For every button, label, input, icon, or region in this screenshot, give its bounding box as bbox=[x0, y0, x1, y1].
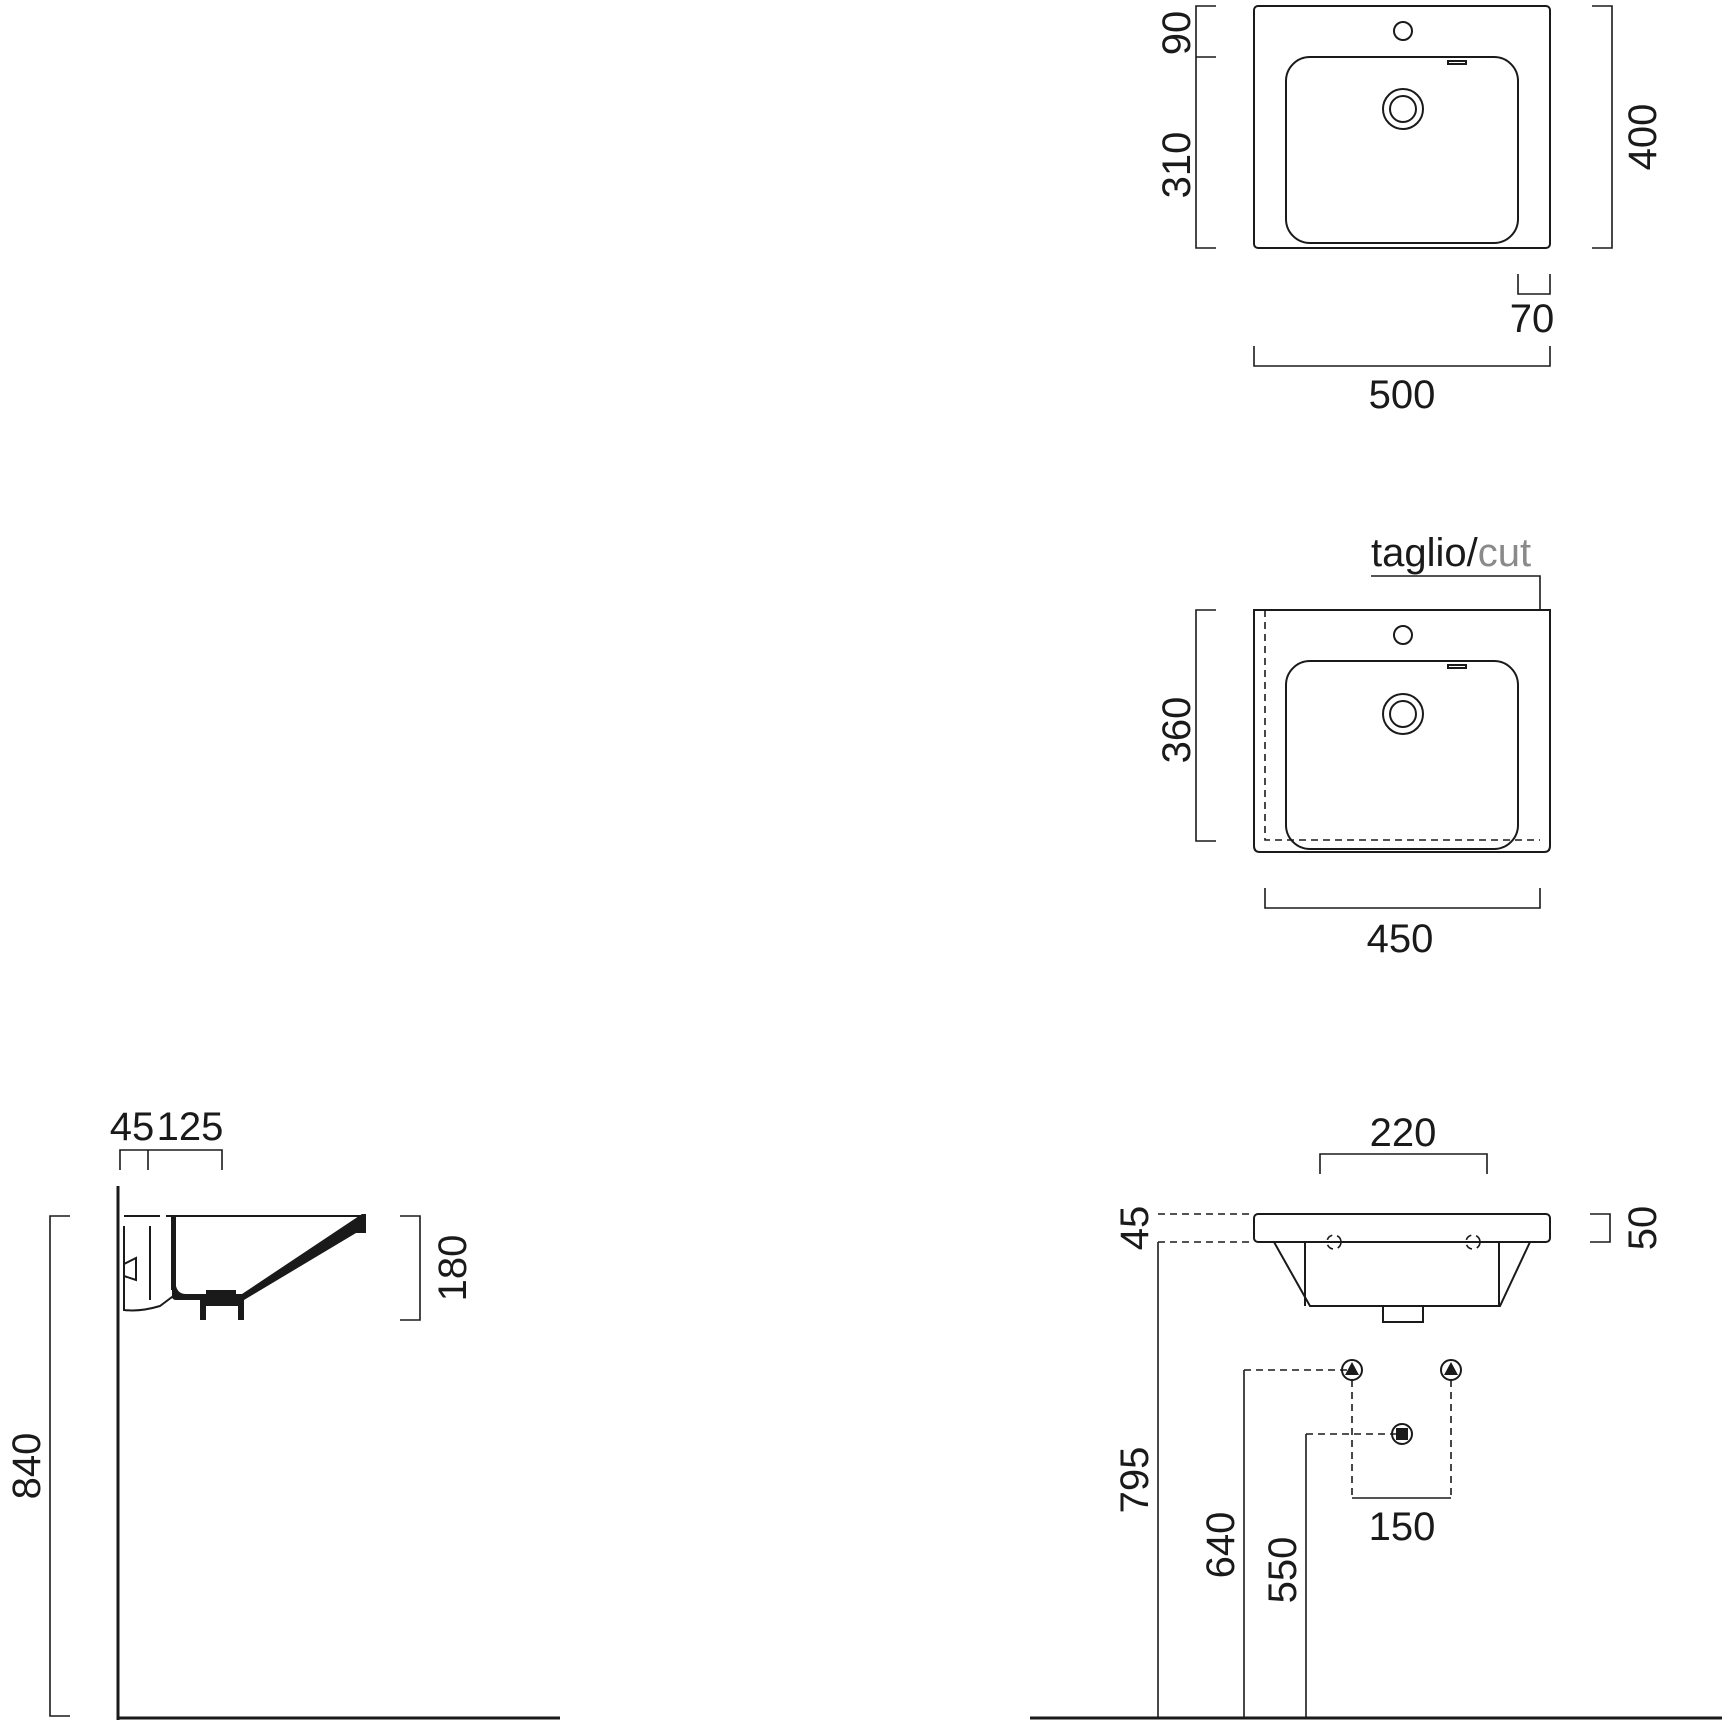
overflow-slot-icon bbox=[1447, 60, 1467, 65]
dim-left-top-view bbox=[1195, 5, 1216, 249]
cut-overflow-slot-icon bbox=[1447, 664, 1467, 669]
dim-basin-depth: 310 bbox=[1155, 132, 1199, 199]
front-basin-rim bbox=[1253, 1213, 1551, 1243]
dim-cut-width-line bbox=[1264, 888, 1541, 909]
dim-taps-spacing: 220 bbox=[1370, 1111, 1437, 1155]
dim-bowl-height: 180 bbox=[431, 1235, 475, 1302]
drain-inner-icon bbox=[1389, 95, 1417, 123]
cut-view-outline bbox=[1253, 609, 1551, 853]
basin-section bbox=[161, 1214, 366, 1320]
cut-view-basin bbox=[1285, 660, 1519, 850]
tap-hole-icon bbox=[1393, 21, 1413, 41]
front-drain-outlet bbox=[1382, 1306, 1424, 1323]
cut-line-dashed bbox=[1264, 610, 1540, 841]
front-basin-sides bbox=[1304, 1242, 1500, 1306]
dim-wall-gap: 45 bbox=[110, 1105, 155, 1149]
basin-rim bbox=[166, 1215, 362, 1290]
dim-supply-height: 640 bbox=[1199, 1512, 1243, 1579]
drain-icon bbox=[1382, 88, 1424, 130]
side-view: 45 125 180 840 bbox=[5, 1105, 560, 1720]
dim-inlet-height: 795 bbox=[1113, 1447, 1157, 1514]
dim-drain-height: 550 bbox=[1261, 1537, 1305, 1604]
dim-width-line bbox=[1253, 346, 1551, 367]
fixing-hole-left-icon bbox=[1326, 1234, 1342, 1250]
dim-total-width: 500 bbox=[1369, 373, 1436, 417]
cut-label: taglio/cut bbox=[1371, 531, 1531, 575]
dim-side-offset-line bbox=[1517, 274, 1551, 295]
dim-rim-right: 50 bbox=[1621, 1206, 1665, 1251]
dim-top-offset: 90 bbox=[1155, 11, 1199, 56]
supply-right-arrow-icon bbox=[1444, 1362, 1458, 1375]
dim-projection: 125 bbox=[157, 1105, 224, 1149]
cut-tap-hole-icon bbox=[1393, 625, 1413, 645]
dim-cut-width: 450 bbox=[1367, 917, 1434, 961]
dim-supply-spacing: 150 bbox=[1369, 1505, 1436, 1549]
dim-rim-left: 45 bbox=[1113, 1206, 1157, 1251]
cut-label-main: taglio/ bbox=[1371, 531, 1479, 575]
dim-side-offset: 70 bbox=[1510, 297, 1555, 341]
dim-total-depth: 400 bbox=[1621, 104, 1665, 171]
drain-connection-square-icon bbox=[1396, 1428, 1408, 1440]
supply-left-arrow-icon bbox=[1345, 1362, 1359, 1375]
dim-cut-depth-line bbox=[1195, 609, 1216, 842]
dim-rim-right-line bbox=[1590, 1213, 1611, 1243]
bracket-fixing-icon bbox=[123, 1256, 137, 1282]
cut-view: taglio/cut 360 450 bbox=[1155, 531, 1551, 961]
cut-drain-icon bbox=[1382, 693, 1424, 735]
front-view: 220 45 50 150 795 640 550 bbox=[1030, 1111, 1722, 1720]
mounting-bracket bbox=[123, 1215, 177, 1312]
cut-label-accent: cut bbox=[1478, 531, 1531, 575]
front-basin-bowl bbox=[1273, 1241, 1531, 1307]
rim-extension-left bbox=[1158, 1213, 1254, 1243]
dim-cut-depth: 360 bbox=[1155, 697, 1199, 764]
drain-connection-icon bbox=[1391, 1423, 1413, 1445]
dim-bowl-height-line bbox=[400, 1215, 421, 1321]
top-view-basin bbox=[1285, 56, 1519, 244]
dim-side-top-line bbox=[119, 1149, 223, 1170]
fixing-hole-right-icon bbox=[1465, 1234, 1481, 1250]
cut-drain-inner-icon bbox=[1389, 700, 1417, 728]
dim-height-floor: 840 bbox=[5, 1433, 49, 1500]
top-view-outline bbox=[1253, 5, 1551, 249]
dim-taps-spacing-line bbox=[1319, 1153, 1488, 1174]
top-view: 90 310 400 70 500 bbox=[1155, 5, 1665, 417]
cut-leader bbox=[1371, 575, 1541, 610]
dim-right-top-view bbox=[1592, 5, 1613, 249]
supply-vertical-dashes bbox=[1351, 1380, 1452, 1498]
dim-floor-height-line bbox=[49, 1215, 70, 1717]
